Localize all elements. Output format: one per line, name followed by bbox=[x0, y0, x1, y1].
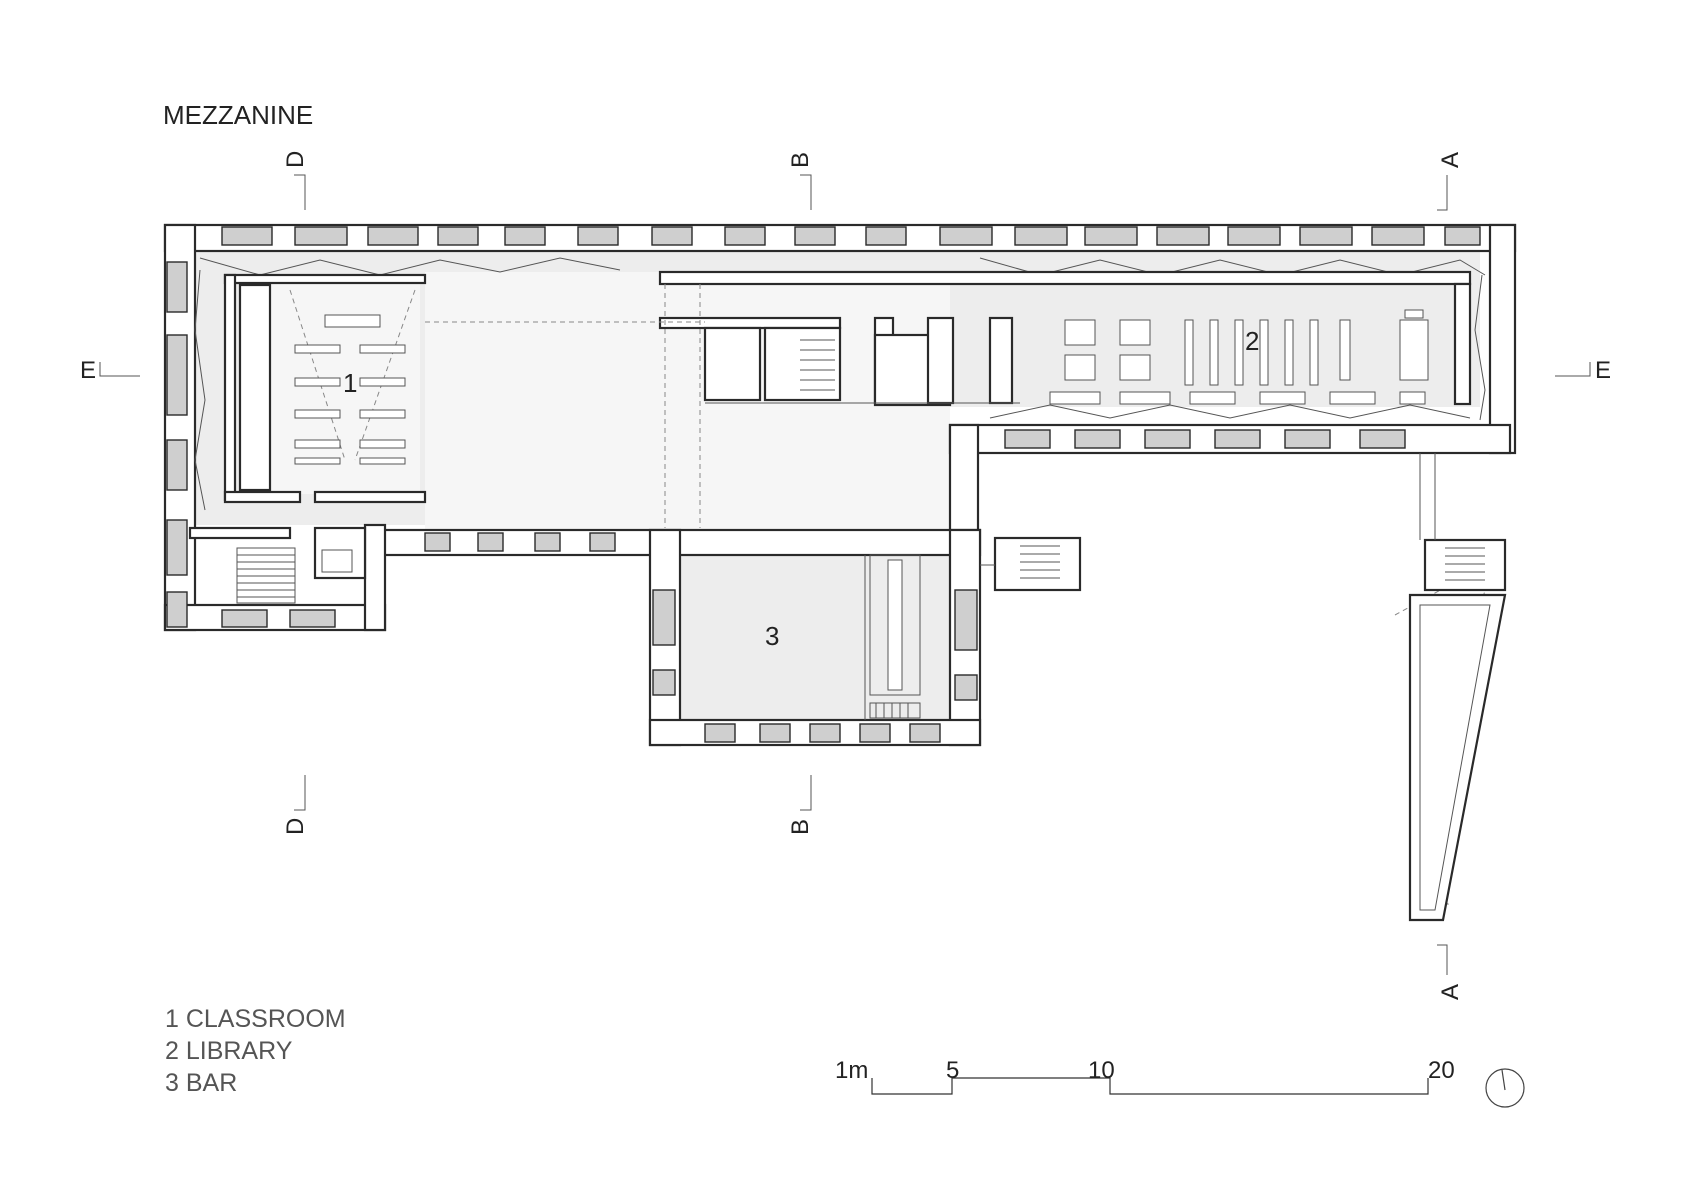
scale-tick-1m: 1m bbox=[835, 1057, 868, 1084]
bar-counter bbox=[864, 554, 921, 720]
stair-treads bbox=[236, 339, 1507, 719]
room-number-library: 2 bbox=[1245, 326, 1259, 356]
room-number-bar: 3 bbox=[765, 621, 779, 651]
bar-piers bbox=[652, 589, 978, 743]
library-furniture bbox=[1064, 309, 1429, 386]
section-markers: D B A D B A E E bbox=[80, 151, 1611, 1000]
west-piers bbox=[166, 261, 188, 628]
room-number-classroom: 1 bbox=[343, 368, 357, 398]
plan-title: MEZZANINE bbox=[163, 100, 313, 130]
stone-border-pattern bbox=[194, 257, 1486, 511]
section-mark-b-top: B bbox=[787, 152, 814, 168]
scale-bar: 1m 5 10 20 bbox=[835, 1057, 1455, 1095]
tapered-wall bbox=[1408, 593, 1507, 922]
bridge-walkway bbox=[980, 453, 1436, 566]
scale-tick-20: 20 bbox=[1428, 1057, 1455, 1084]
north-piers bbox=[221, 226, 1481, 246]
section-mark-a-top: A bbox=[1437, 152, 1464, 168]
section-mark-a-bottom: A bbox=[1437, 984, 1464, 1000]
scale-tick-5: 5 bbox=[946, 1057, 959, 1084]
hall-south-piers bbox=[424, 532, 616, 552]
scale-tick-10: 10 bbox=[1088, 1057, 1115, 1084]
classroom-furniture bbox=[294, 314, 406, 465]
section-mark-e-right: E bbox=[1595, 357, 1611, 384]
legend-item-classroom: 1 CLASSROOM bbox=[165, 1005, 346, 1033]
legend: 1 CLASSROOM 2 LIBRARY 3 BAR bbox=[165, 1005, 346, 1097]
section-mark-e-left: E bbox=[80, 357, 96, 384]
room-numbers: 1 2 3 bbox=[343, 326, 1259, 651]
section-mark-b-bottom: B bbox=[787, 819, 814, 835]
legend-item-library: 2 LIBRARY bbox=[165, 1037, 293, 1065]
stair-south-piers bbox=[221, 609, 336, 628]
north-arrow-icon bbox=[1485, 1068, 1525, 1108]
legend-item-bar: 3 BAR bbox=[165, 1069, 237, 1097]
dashed-outlines bbox=[289, 284, 1496, 906]
section-mark-d-top: D bbox=[282, 151, 309, 168]
section-mark-d-bottom: D bbox=[282, 818, 309, 835]
library-south-piers bbox=[1004, 429, 1406, 449]
